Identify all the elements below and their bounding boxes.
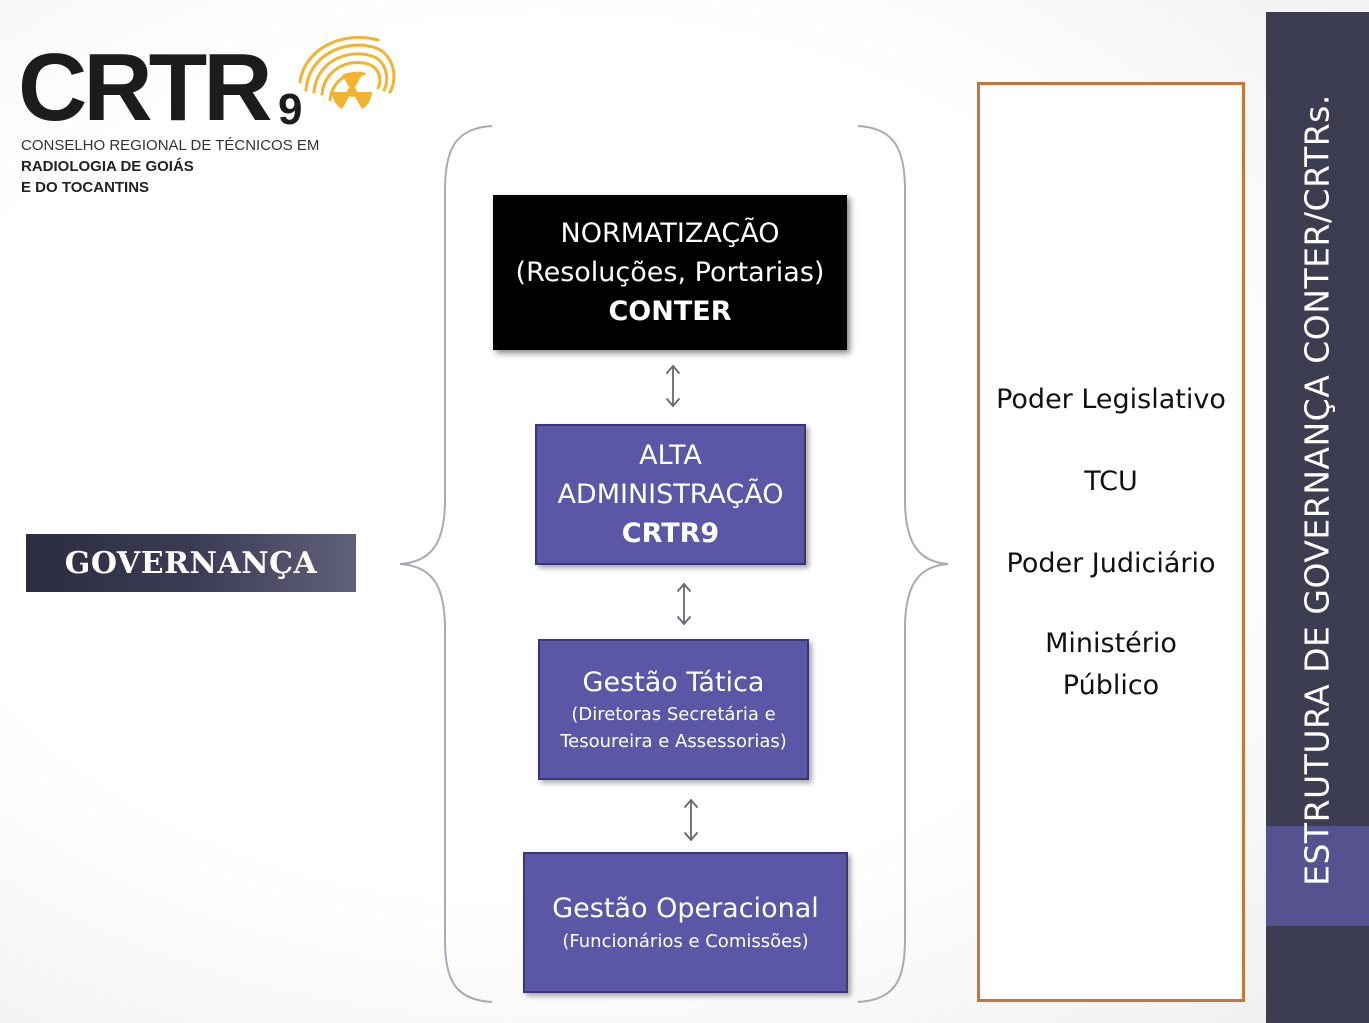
left-brace — [399, 125, 493, 1003]
external-item-ministerio-1: Ministério — [1045, 628, 1177, 659]
double-arrow-icon — [666, 365, 680, 407]
normatizacao-box: NORMATIZAÇÃO (Resoluções, Portarias) CON… — [493, 195, 847, 350]
right-brace — [857, 125, 949, 1003]
side-title: ESTRUTURA DE GOVERNANÇA CONTER/CRTRs. — [1297, 94, 1337, 886]
gestao-tatica-box: Gestão Tática (Diretoras Secretária e Te… — [538, 639, 809, 780]
alta-line3: CRTR9 — [621, 518, 720, 550]
alta-administracao-box: ALTA ADMINISTRAÇÃO CRTR9 — [535, 424, 806, 565]
radiation-symbol-icon — [298, 35, 396, 109]
governanca-label: GOVERNANÇA — [26, 534, 356, 592]
tatica-sub1: (Diretoras Secretária e — [571, 704, 776, 726]
alta-line2: ADMINISTRAÇÃO — [557, 478, 784, 510]
double-arrow-icon — [684, 799, 698, 841]
normatizacao-line2: (Resoluções, Portarias) — [515, 256, 825, 288]
external-item-judiciario: Poder Judiciário — [1006, 548, 1216, 579]
double-arrow-icon — [677, 583, 691, 625]
logo-subtitle-3: E DO TOCANTINS — [21, 179, 150, 196]
external-bodies-box — [977, 82, 1245, 1002]
operacional-title: Gestão Operacional — [552, 893, 819, 925]
external-item-legislativo: Poder Legislativo — [996, 384, 1226, 415]
logo-number: 9 — [278, 85, 303, 134]
tatica-title: Gestão Tática — [582, 666, 765, 698]
logo-subtitle-1: CONSELHO REGIONAL DE TÉCNICOS EM — [21, 137, 320, 154]
alta-line1: ALTA — [639, 439, 702, 471]
side-accent-block — [1266, 826, 1369, 926]
external-item-ministerio-2: Público — [1062, 670, 1160, 701]
tatica-sub2: Tesoureira e Assessorias) — [560, 731, 787, 753]
external-item-tcu: TCU — [1084, 466, 1138, 497]
operacional-sub: (Funcionários e Comissões) — [562, 930, 809, 952]
normatizacao-line3: CONTER — [608, 296, 732, 328]
crtr9-logo: CRTR 9 CONSELHO REGIONAL DE TÉCNICOS EM … — [18, 30, 418, 210]
logo-wordmark: CRTR — [18, 34, 273, 141]
gestao-operacional-box: Gestão Operacional (Funcionários e Comis… — [523, 852, 848, 993]
normatizacao-line1: NORMATIZAÇÃO — [560, 217, 780, 249]
logo-subtitle-2: RADIOLOGIA DE GOIÁS — [21, 158, 194, 175]
